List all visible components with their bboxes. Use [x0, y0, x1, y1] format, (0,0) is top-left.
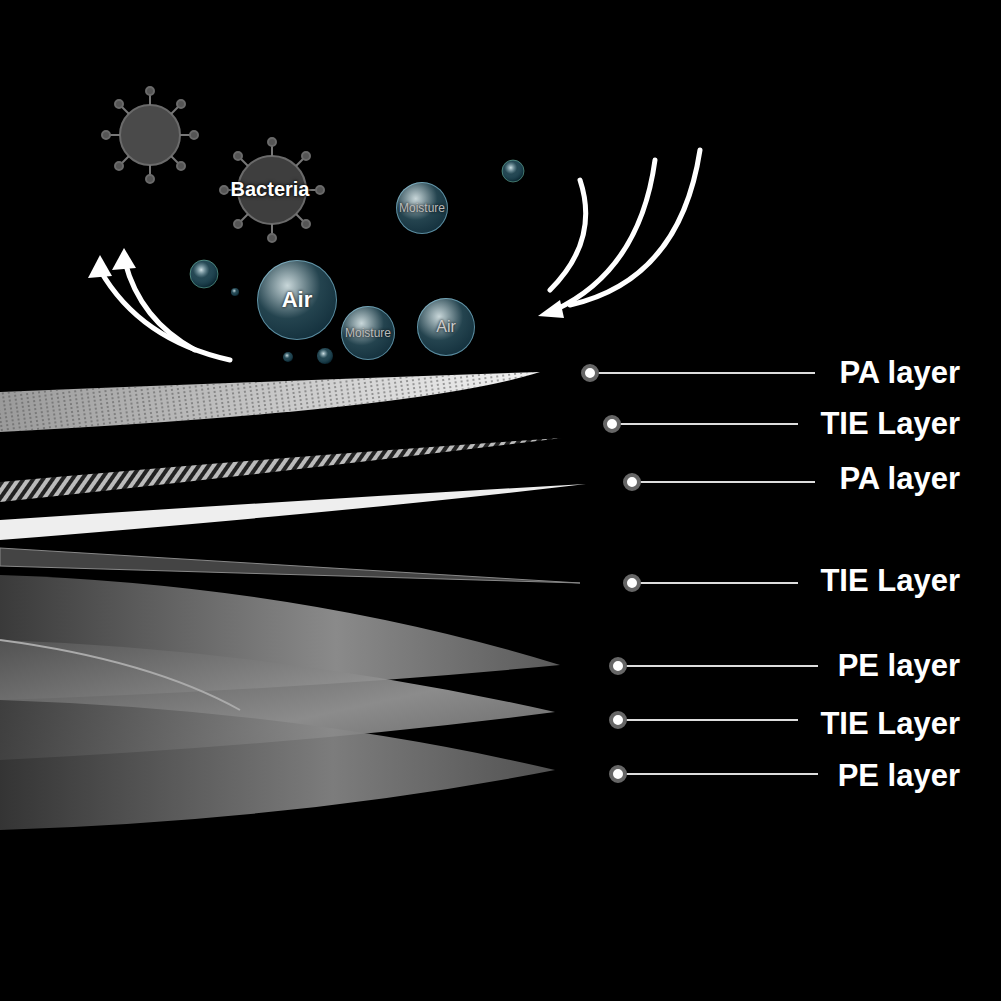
bubble: Moisture [341, 306, 395, 360]
bubble: Moisture [396, 182, 448, 234]
bacteria-label: Bacteria [231, 178, 310, 201]
bubble-label: Moisture [345, 326, 391, 340]
bubble: Air [417, 298, 475, 356]
layer-label: TIE Layer [818, 707, 962, 741]
layer-label: PE layer [836, 649, 962, 683]
layer-label: PA layer [837, 356, 962, 390]
bubble: Air [257, 260, 337, 340]
layer-label: TIE Layer [818, 407, 962, 441]
layer-label: TIE Layer [818, 564, 962, 598]
bubble-label: Moisture [399, 201, 445, 215]
layer-label: PE layer [836, 759, 962, 793]
bubble-label: Air [282, 287, 313, 313]
bubble-label: Air [436, 318, 456, 336]
layer-label: PA layer [837, 462, 962, 496]
